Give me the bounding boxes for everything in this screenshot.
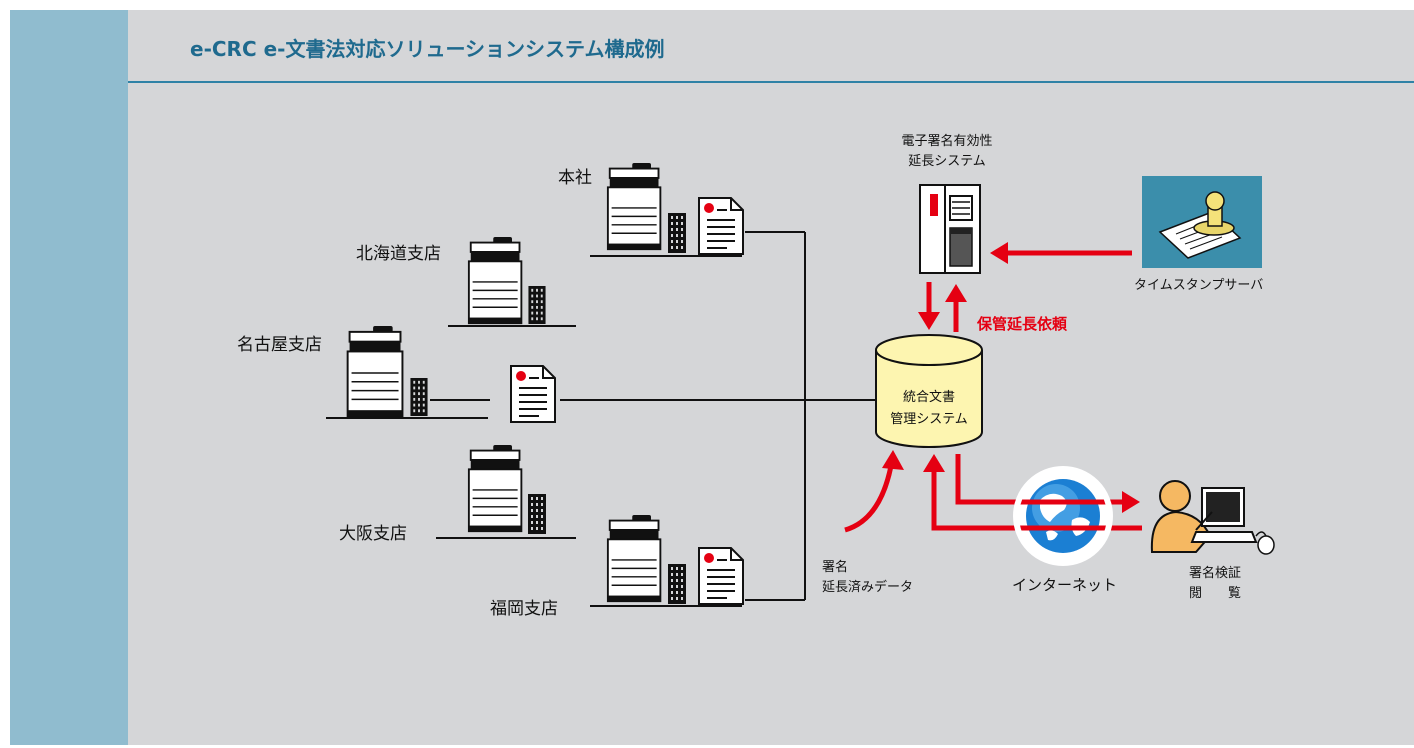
internet-label: インターネット [1012, 576, 1118, 594]
globe-ring [1013, 466, 1113, 566]
nagoya-building-icon [410, 378, 428, 416]
mouse-icon [1255, 531, 1275, 555]
globe-icon [1016, 469, 1110, 563]
honsha-document-icon [698, 197, 744, 255]
timestamp-stamp-icon [1142, 176, 1262, 268]
branch-label-honsha: 本社 [558, 168, 592, 188]
honsha-copier-icon [606, 162, 662, 251]
storage-request-label: 保管延長依頼 [977, 315, 1068, 333]
floor-lines [326, 255, 742, 607]
fukuoka-copier-icon [606, 514, 662, 603]
signed-data-label-1: 署名 [822, 560, 849, 575]
document-system-label-2: 管理システム [890, 412, 968, 427]
branch-label-nagoya: 名古屋支店 [237, 335, 322, 355]
network-lines [430, 231, 880, 601]
diagram-panel [128, 10, 1414, 745]
branch-label-hokkaido: 北海道支店 [356, 244, 441, 264]
fukuoka-building-icon [668, 564, 686, 604]
title-divider [128, 81, 1414, 83]
hokkaido-building-icon [528, 286, 546, 324]
signature-server-label-1: 電子署名有効性 [901, 134, 993, 149]
database-icon [875, 334, 983, 448]
timestamp-server-label: タイムスタンプサーバ [1134, 278, 1264, 293]
branch-label-osaka: 大阪支店 [339, 524, 407, 544]
signed-data-label-2: 延長済みデータ [822, 580, 914, 595]
red-arrows [844, 242, 1142, 533]
document-system-label-1: 統合文書 [902, 390, 955, 405]
fukuoka-document-icon [698, 547, 744, 605]
verification-label-2: 閲 覧 [1188, 586, 1241, 601]
left-sidebar [10, 10, 128, 745]
honsha-building-icon [668, 213, 686, 253]
server-icon [919, 184, 981, 274]
signature-server-label-2: 延長システム [908, 154, 986, 169]
page-title: e-CRC e-文書法対応ソリューションシステム構成例 [190, 37, 665, 61]
osaka-copier-icon [467, 444, 523, 533]
branch-label-fukuoka: 福岡支店 [490, 599, 558, 619]
nagoya-document-icon [510, 365, 556, 423]
verification-label-1: 署名検証 [1188, 566, 1241, 581]
nagoya-copier-icon [346, 326, 404, 418]
hokkaido-copier-icon [467, 236, 523, 325]
osaka-building-icon [528, 494, 546, 534]
computer-monitor-icon [1190, 487, 1258, 543]
